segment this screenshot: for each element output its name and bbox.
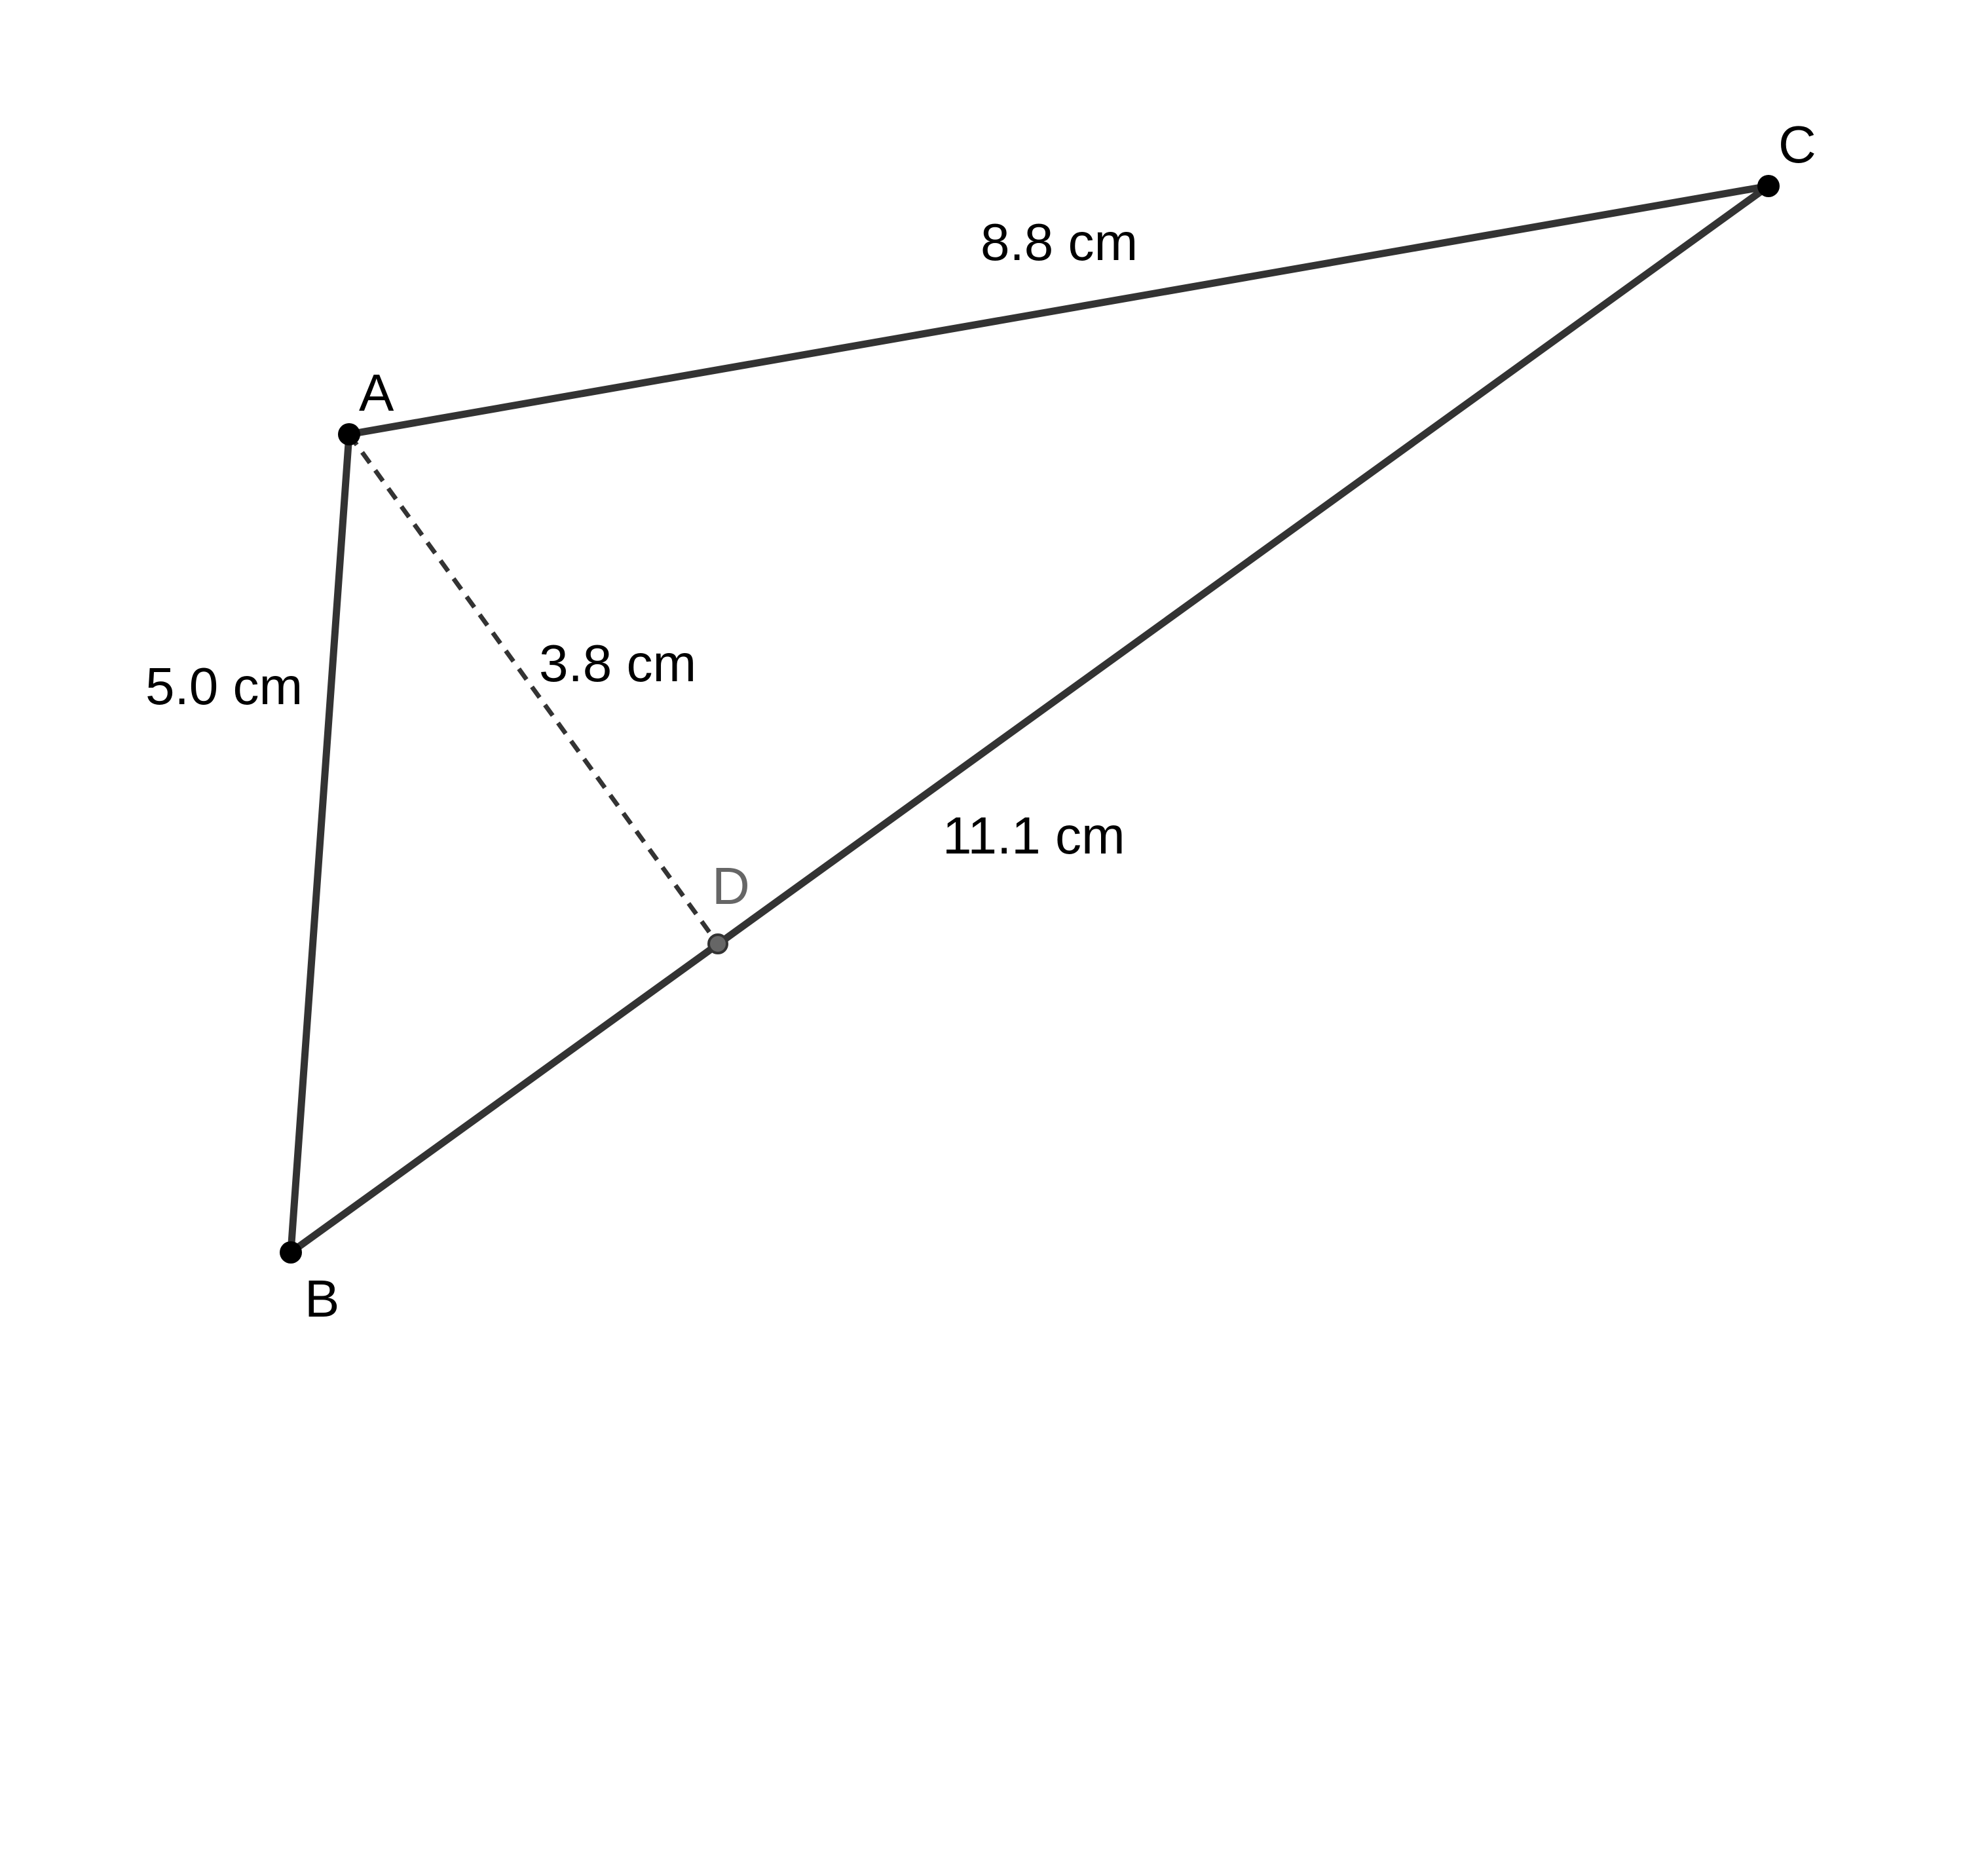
point-a: [338, 423, 360, 445]
label-point-b: B: [305, 1269, 339, 1328]
point-d: [707, 933, 728, 954]
label-segment-ac: 8.8 cm: [981, 213, 1138, 271]
point-b: [280, 1241, 302, 1264]
label-point-a: A: [359, 364, 394, 422]
segment-ac: [345, 182, 1772, 438]
label-point-c: C: [1778, 115, 1816, 174]
label-point-d: D: [712, 857, 750, 915]
point-c: [1757, 175, 1780, 197]
segment-bc: [287, 182, 1772, 1256]
label-segment-ab: 5.0 cm: [145, 657, 303, 715]
label-segment-ad: 3.8 cm: [539, 634, 696, 692]
segment-ad-altitude: [347, 432, 720, 946]
segment-ab: [287, 430, 353, 1256]
label-segment-bc: 11.1 cm: [943, 806, 1125, 865]
